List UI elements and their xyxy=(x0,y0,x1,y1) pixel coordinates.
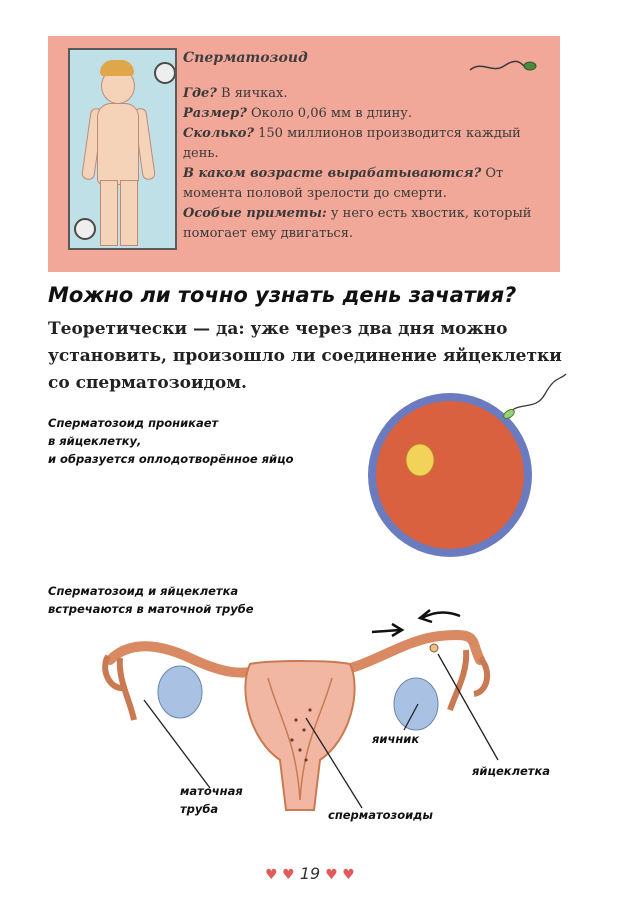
ovary-right xyxy=(393,677,439,731)
caption-meeting: Сперматозоид и яйцеклетка встречаются в … xyxy=(48,584,254,616)
pin-icon xyxy=(74,218,96,240)
fact-age: В каком возрасте вырабатываются? От моме… xyxy=(183,166,504,201)
boy-leg-left xyxy=(100,180,118,246)
fact-where: Где? В яичках. xyxy=(183,86,288,101)
sperm-icon xyxy=(469,60,537,71)
fact-features: Особые приметы: у него есть хвостик, кот… xyxy=(183,206,532,241)
fimbriae-left xyxy=(102,654,137,721)
fallopian-tube-left xyxy=(105,641,265,678)
fallopian-tube-right xyxy=(325,630,485,676)
page-footer: ♥ ♥ 19 ♥ ♥ xyxy=(0,864,620,883)
leader-tube xyxy=(143,699,211,789)
fimbriae-right xyxy=(447,649,491,711)
uterus-body xyxy=(244,660,356,811)
page-number: 19 xyxy=(299,864,321,883)
fact-size: Размер? Около 0,06 мм в длину. xyxy=(183,106,413,121)
fertilized-egg-illustration xyxy=(368,373,567,557)
pin-icon xyxy=(154,62,175,84)
leader-sperms xyxy=(305,717,363,809)
sperm-tail xyxy=(507,373,567,415)
arrow-left-icon-head xyxy=(417,609,433,624)
uterus-illustration xyxy=(102,609,499,811)
boy-hair xyxy=(100,60,134,76)
heart-icon: ♥ ♥ xyxy=(265,867,295,883)
sperm-dots xyxy=(290,708,312,762)
arrow-right-icon-head xyxy=(391,622,405,638)
leader-egg xyxy=(437,653,499,761)
leader-ovary xyxy=(403,703,419,731)
label-tube: маточная труба xyxy=(180,784,243,816)
answer-text: Теоретически — да: уже через два дня мож… xyxy=(48,319,562,393)
card-title: Сперматозоид xyxy=(183,50,308,66)
boy-photo xyxy=(68,48,177,250)
arrow-right-icon xyxy=(371,628,401,634)
arrow-left-icon xyxy=(421,611,461,620)
boy-body xyxy=(97,103,139,185)
info-card: Сперматозоид Где? В яичках. Размер? Окол… xyxy=(48,36,560,272)
label-egg: яйцеклетка xyxy=(472,764,551,778)
uterus-inner xyxy=(267,677,333,801)
card-facts: Где? В яичках. Размер? Около 0,06 мм в д… xyxy=(183,84,553,244)
label-sperms: сперматозоиды xyxy=(328,808,433,822)
sperm-head xyxy=(503,409,515,419)
egg-cytoplasm xyxy=(376,401,524,549)
fact-count: Сколько? 150 миллионов производится кажд… xyxy=(183,126,521,161)
label-ovary: яичник xyxy=(372,732,420,746)
caption-fertilization: Сперматозоид проникает в яйцеклетку, и о… xyxy=(48,416,294,466)
ovary-left xyxy=(157,665,203,719)
boy-leg-right xyxy=(120,180,138,246)
egg-nucleus xyxy=(405,443,435,477)
heart-icon: ♥ ♥ xyxy=(325,867,355,883)
section-heading: Можно ли точно узнать день зачатия? xyxy=(48,283,517,307)
egg-in-tube xyxy=(429,643,439,653)
